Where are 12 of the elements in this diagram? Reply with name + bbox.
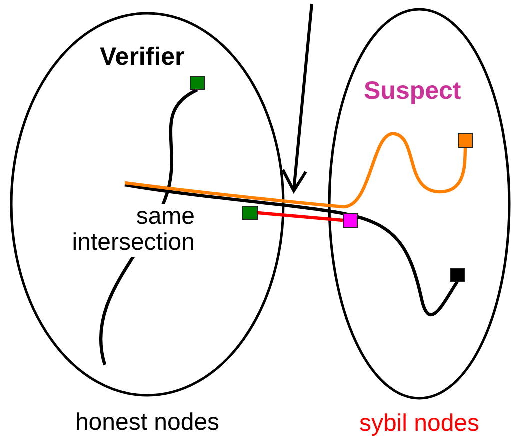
route-line	[258, 211, 344, 222]
route-line	[124, 132, 468, 209]
node-square	[450, 268, 465, 282]
suspect-label: Suspect	[364, 78, 462, 106]
route-line	[124, 183, 459, 316]
verifier-label: Verifier	[100, 44, 185, 72]
node-square	[190, 76, 205, 90]
node-square	[343, 213, 358, 228]
node-square	[458, 133, 473, 148]
node-square	[242, 206, 258, 220]
region-caption: honest nodes	[74, 409, 221, 437]
region-caption: sybil nodes	[358, 410, 481, 438]
